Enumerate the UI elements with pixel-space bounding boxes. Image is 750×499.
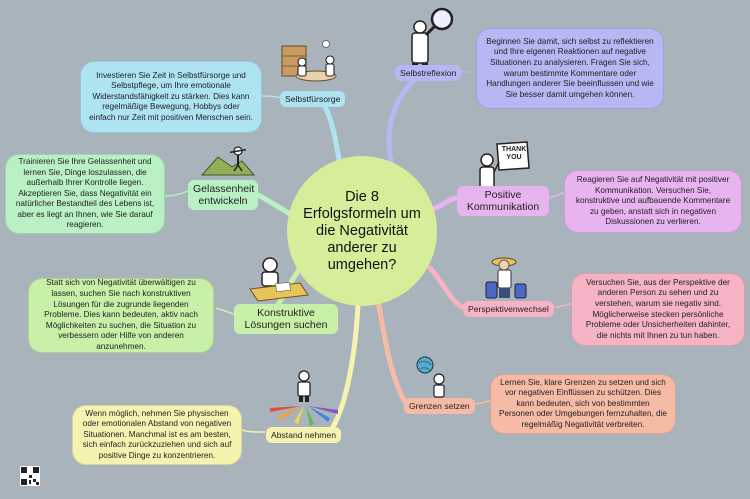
connector-selbstfuersorge bbox=[317, 97, 343, 168]
branch-label-perspektivenwechsel[interactable]: Perspektivenwechsel bbox=[463, 301, 554, 317]
magnifier-person-icon bbox=[411, 7, 454, 71]
connector-perspektivenwechsel bbox=[427, 265, 465, 310]
traveler-icon bbox=[485, 257, 527, 299]
note-selbstfuersorge[interactable]: Investieren Sie Zeit in Selbstfürsorge u… bbox=[80, 61, 262, 133]
thank-you-sign-text: THANK YOU bbox=[501, 146, 527, 161]
note-grenzen-setzen[interactable]: Lernen Sie, klare Grenzen zu setzen und … bbox=[490, 374, 676, 434]
connector-grenzen-setzen bbox=[375, 297, 408, 405]
qr-code-icon bbox=[20, 466, 40, 486]
branch-label-positive-kommunikation[interactable]: Positive Kommunikation bbox=[457, 186, 549, 216]
connector-selbstreflexion bbox=[386, 72, 423, 178]
note-positive-kommunikation[interactable]: Reagieren Sie auf Negativität mit positi… bbox=[564, 170, 742, 233]
mountain-person-icon bbox=[200, 146, 256, 176]
connector-note-abstand bbox=[241, 429, 266, 433]
globe-person-icon bbox=[416, 356, 445, 398]
note-abstand-nehmen[interactable]: Wenn möglich, nehmen Sie physischen oder… bbox=[72, 405, 242, 465]
note-konstruktive-loesungen[interactable]: Statt sich von Negativität überwältigen … bbox=[28, 278, 214, 353]
note-perspektivenwechsel[interactable]: Versuchen Sie, aus der Perspektive der a… bbox=[571, 273, 745, 346]
branch-label-abstand-nehmen[interactable]: Abstand nehmen bbox=[266, 427, 341, 443]
arrows-person-icon bbox=[270, 370, 338, 426]
central-topic[interactable]: Die 8 Erfolgsformeln um die Negativität … bbox=[287, 156, 437, 306]
connector-gelassenheit bbox=[249, 189, 295, 218]
connector-abstand-nehmen bbox=[327, 302, 361, 435]
connector-positive-kommunikation bbox=[427, 195, 461, 213]
central-topic-text: Die 8 Erfolgsformeln um die Negativität … bbox=[303, 188, 421, 273]
connector-note-perspektive bbox=[554, 302, 573, 308]
branch-label-gelassenheit[interactable]: Gelassenheit entwickeln bbox=[188, 180, 258, 210]
note-gelassenheit[interactable]: Trainieren Sie Ihre Gelassenheit und ler… bbox=[5, 154, 165, 234]
branch-label-selbstfuersorge[interactable]: Selbstfürsorge bbox=[280, 91, 346, 107]
branch-label-grenzen-setzen[interactable]: Grenzen setzen bbox=[404, 398, 475, 414]
connector-note-selbstfuersorge bbox=[261, 95, 283, 99]
connector-note-gelassenheit bbox=[164, 189, 191, 197]
desk-writer-icon bbox=[249, 257, 309, 302]
connector-note-konstruktive bbox=[215, 307, 237, 316]
people-at-table-icon bbox=[281, 40, 337, 82]
note-selbstreflexion[interactable]: Beginnen Sie damit, sich selbst zu refle… bbox=[476, 28, 664, 109]
branch-label-konstruktive-loesungen[interactable]: Konstruktive Lösungen suchen bbox=[234, 304, 338, 334]
branch-label-selbstreflexion[interactable]: Selbstreflexion bbox=[395, 65, 462, 81]
